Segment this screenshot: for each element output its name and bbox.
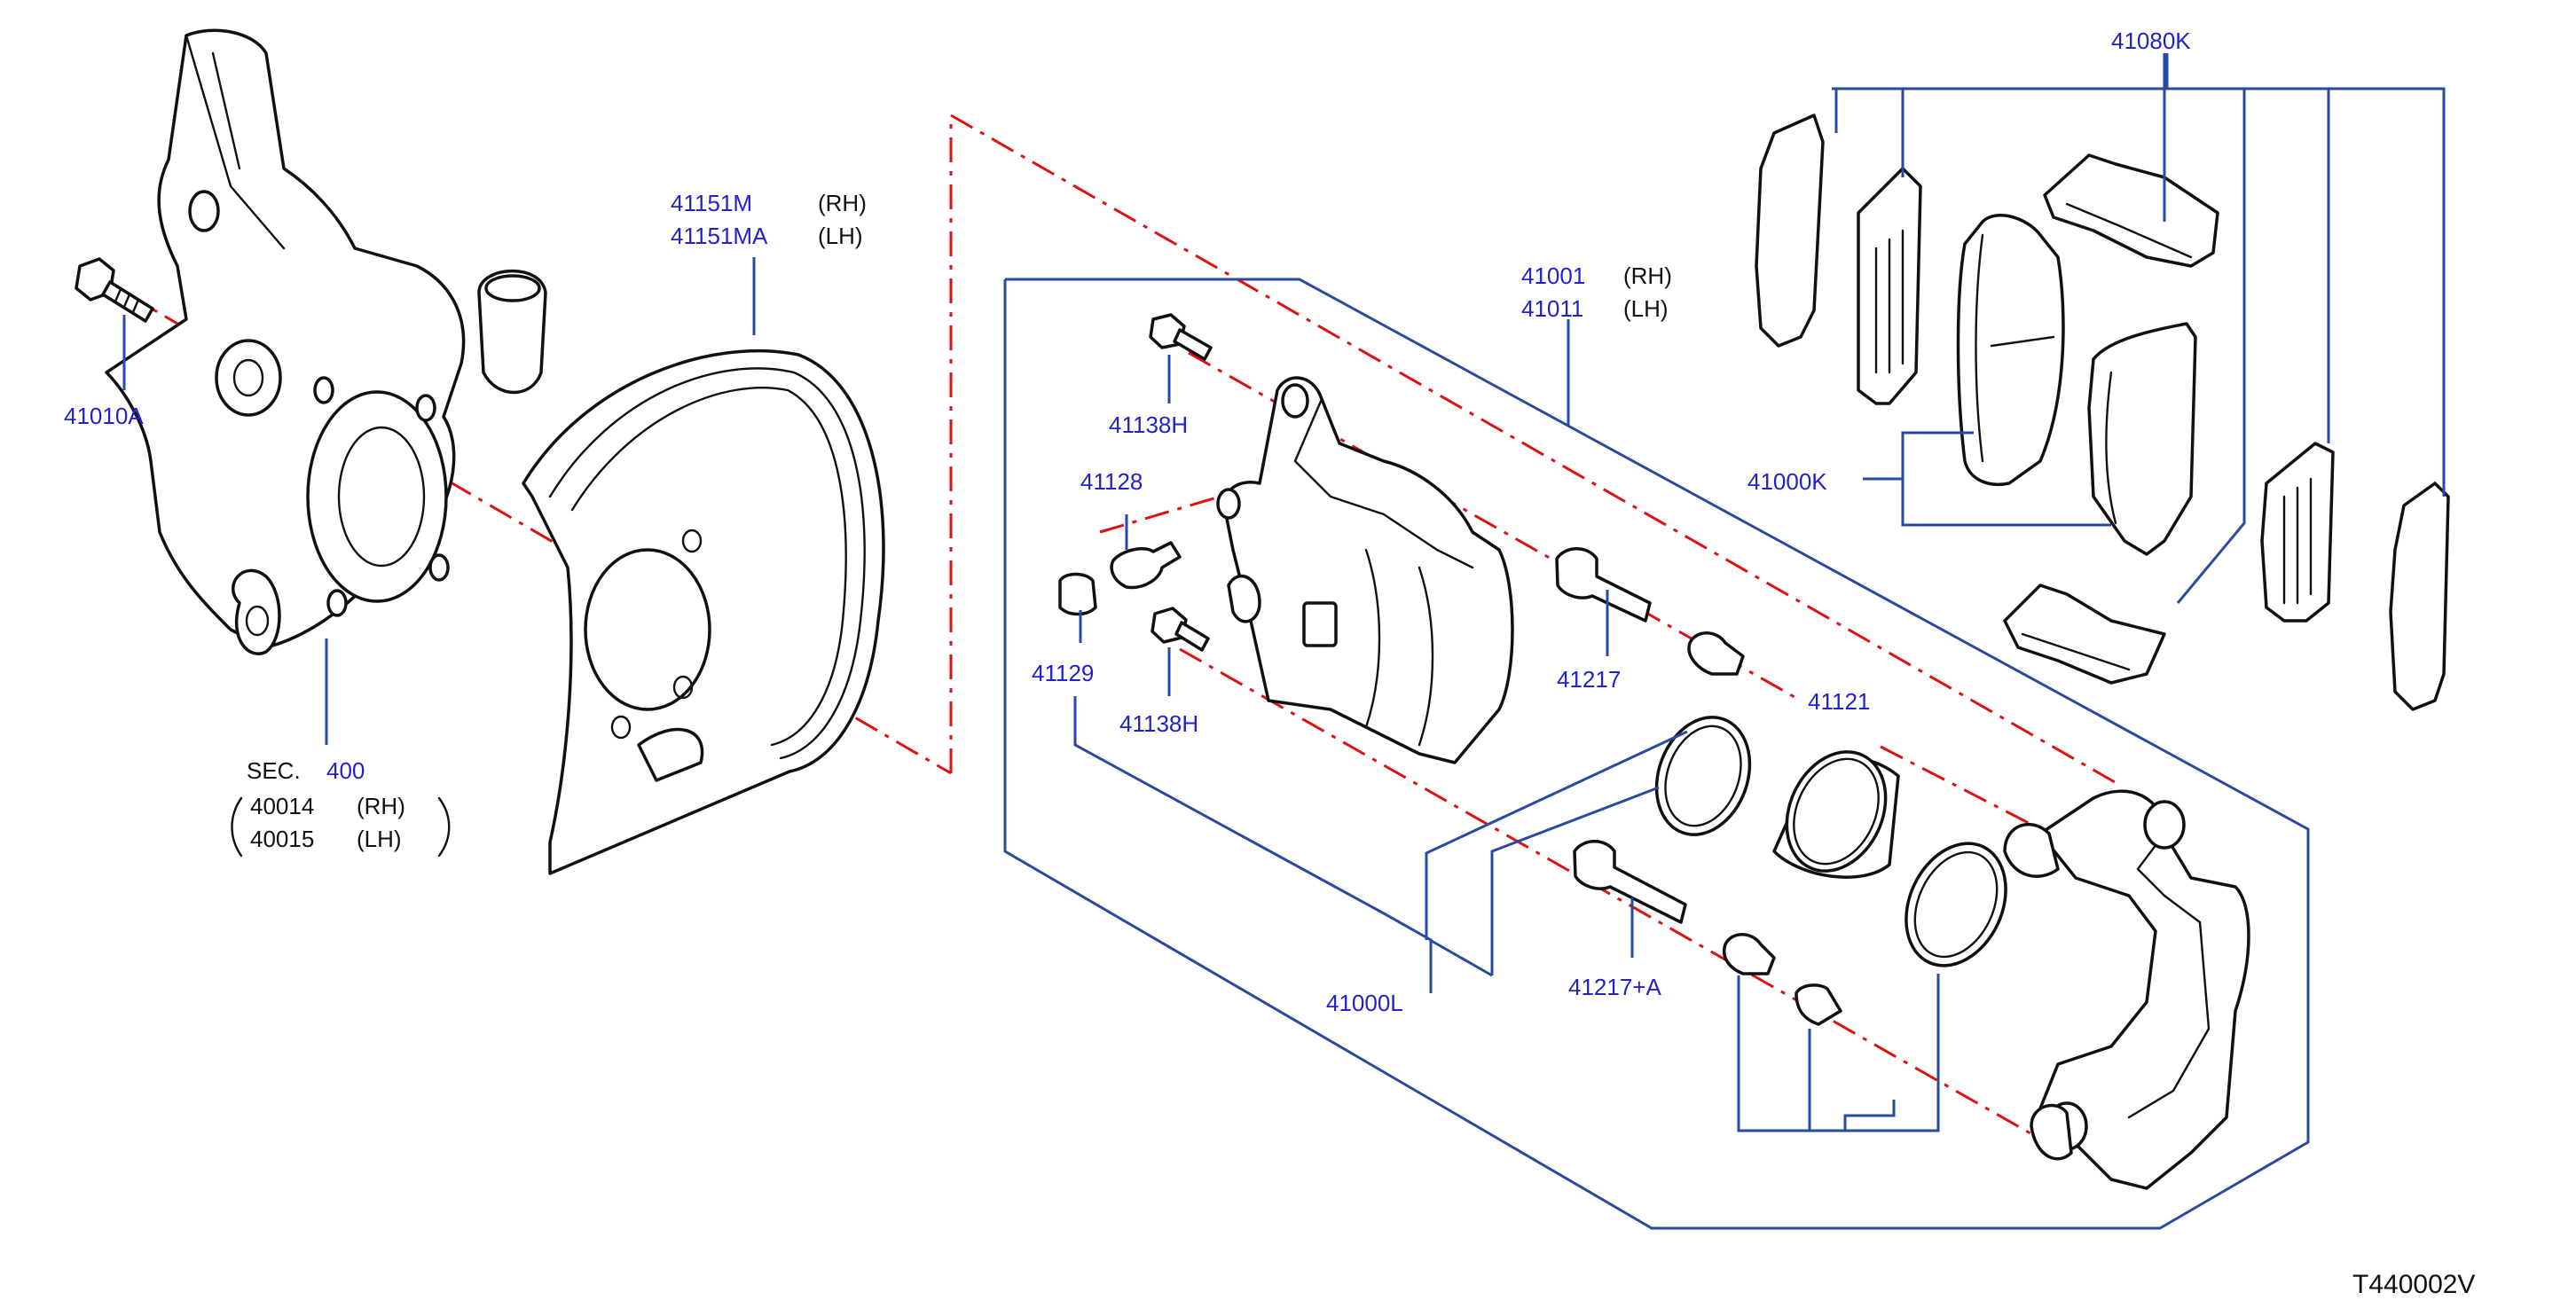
bracket-open [231,796,243,858]
label-40015: 40015 [250,826,314,852]
label-40014: 40014 [250,793,314,819]
leader-lines [122,53,2446,1230]
shim-inner-right [2260,442,2335,623]
steering-knuckle [105,28,547,655]
part-labels: 41010A 41151M (RH) 41151MA (LH) SEC. 400… [64,27,2475,1299]
caliper-bolt-lower [1151,607,1210,652]
label-41000L: 41000L [1326,990,1403,1016]
caliper-piston [1772,750,1900,879]
label-41128: 41128 [1080,468,1143,495]
bleeder-cap [1058,572,1097,616]
label-40015-side: (LH) [357,826,402,852]
abutment-clip-upper [2043,153,2219,268]
pin-boot-lower [1723,933,1776,975]
label-40014-side: (RH) [357,793,405,819]
label-41001: 41001 [1521,262,1585,289]
label-sec-number: 400 [326,757,365,784]
brake-pad-inner [2087,322,2197,556]
abutment-clip-lower [2003,584,2166,685]
label-41217A: 41217+A [1568,974,1661,1000]
guide-pin-upper [1555,547,1652,623]
label-41121: 41121 [1808,688,1870,715]
label-41151MA: 41151MA [671,223,768,249]
label-41011: 41011 [1521,295,1583,322]
label-41001-side: (RH) [1623,262,1672,289]
label-41010A: 41010A [64,403,144,429]
shim-outer-left [1755,114,1825,348]
brake-pad-outer [1956,214,2065,486]
bracket-close [437,796,451,858]
label-41151MA-side: (LH) [818,223,863,249]
label-41129: 41129 [1032,660,1094,686]
label-41217: 41217 [1557,666,1621,693]
label-41151M: 41151M [671,190,752,216]
brake-baffle-plate [522,349,885,875]
label-41138H-top: 41138H [1109,411,1188,438]
caliper-bracket [2003,789,2250,1190]
label-41080K: 41080K [2111,27,2191,54]
label-41000K: 41000K [1747,468,1827,495]
piston-boot [1905,842,2007,967]
label-41011-side: (LH) [1623,295,1669,322]
label-sec-prefix: SEC. [247,757,301,784]
shim-outer-right [2389,482,2450,711]
shim-inner-left [1857,167,1922,405]
label-41151M-side: (RH) [818,190,867,216]
diagram-code: T440002V [2352,1270,2475,1299]
pin-sleeve [1795,983,1842,1026]
caliper-bolt-upper [1149,313,1213,361]
bleeder-screw [1110,541,1182,590]
guide-pin-lower [1573,840,1687,924]
label-41138H-bottom: 41138H [1119,710,1198,737]
piston-seal [1654,716,1752,836]
hub-bolt [75,257,154,323]
pin-boot-upper [1687,631,1745,676]
caliper-body [1216,376,1514,764]
